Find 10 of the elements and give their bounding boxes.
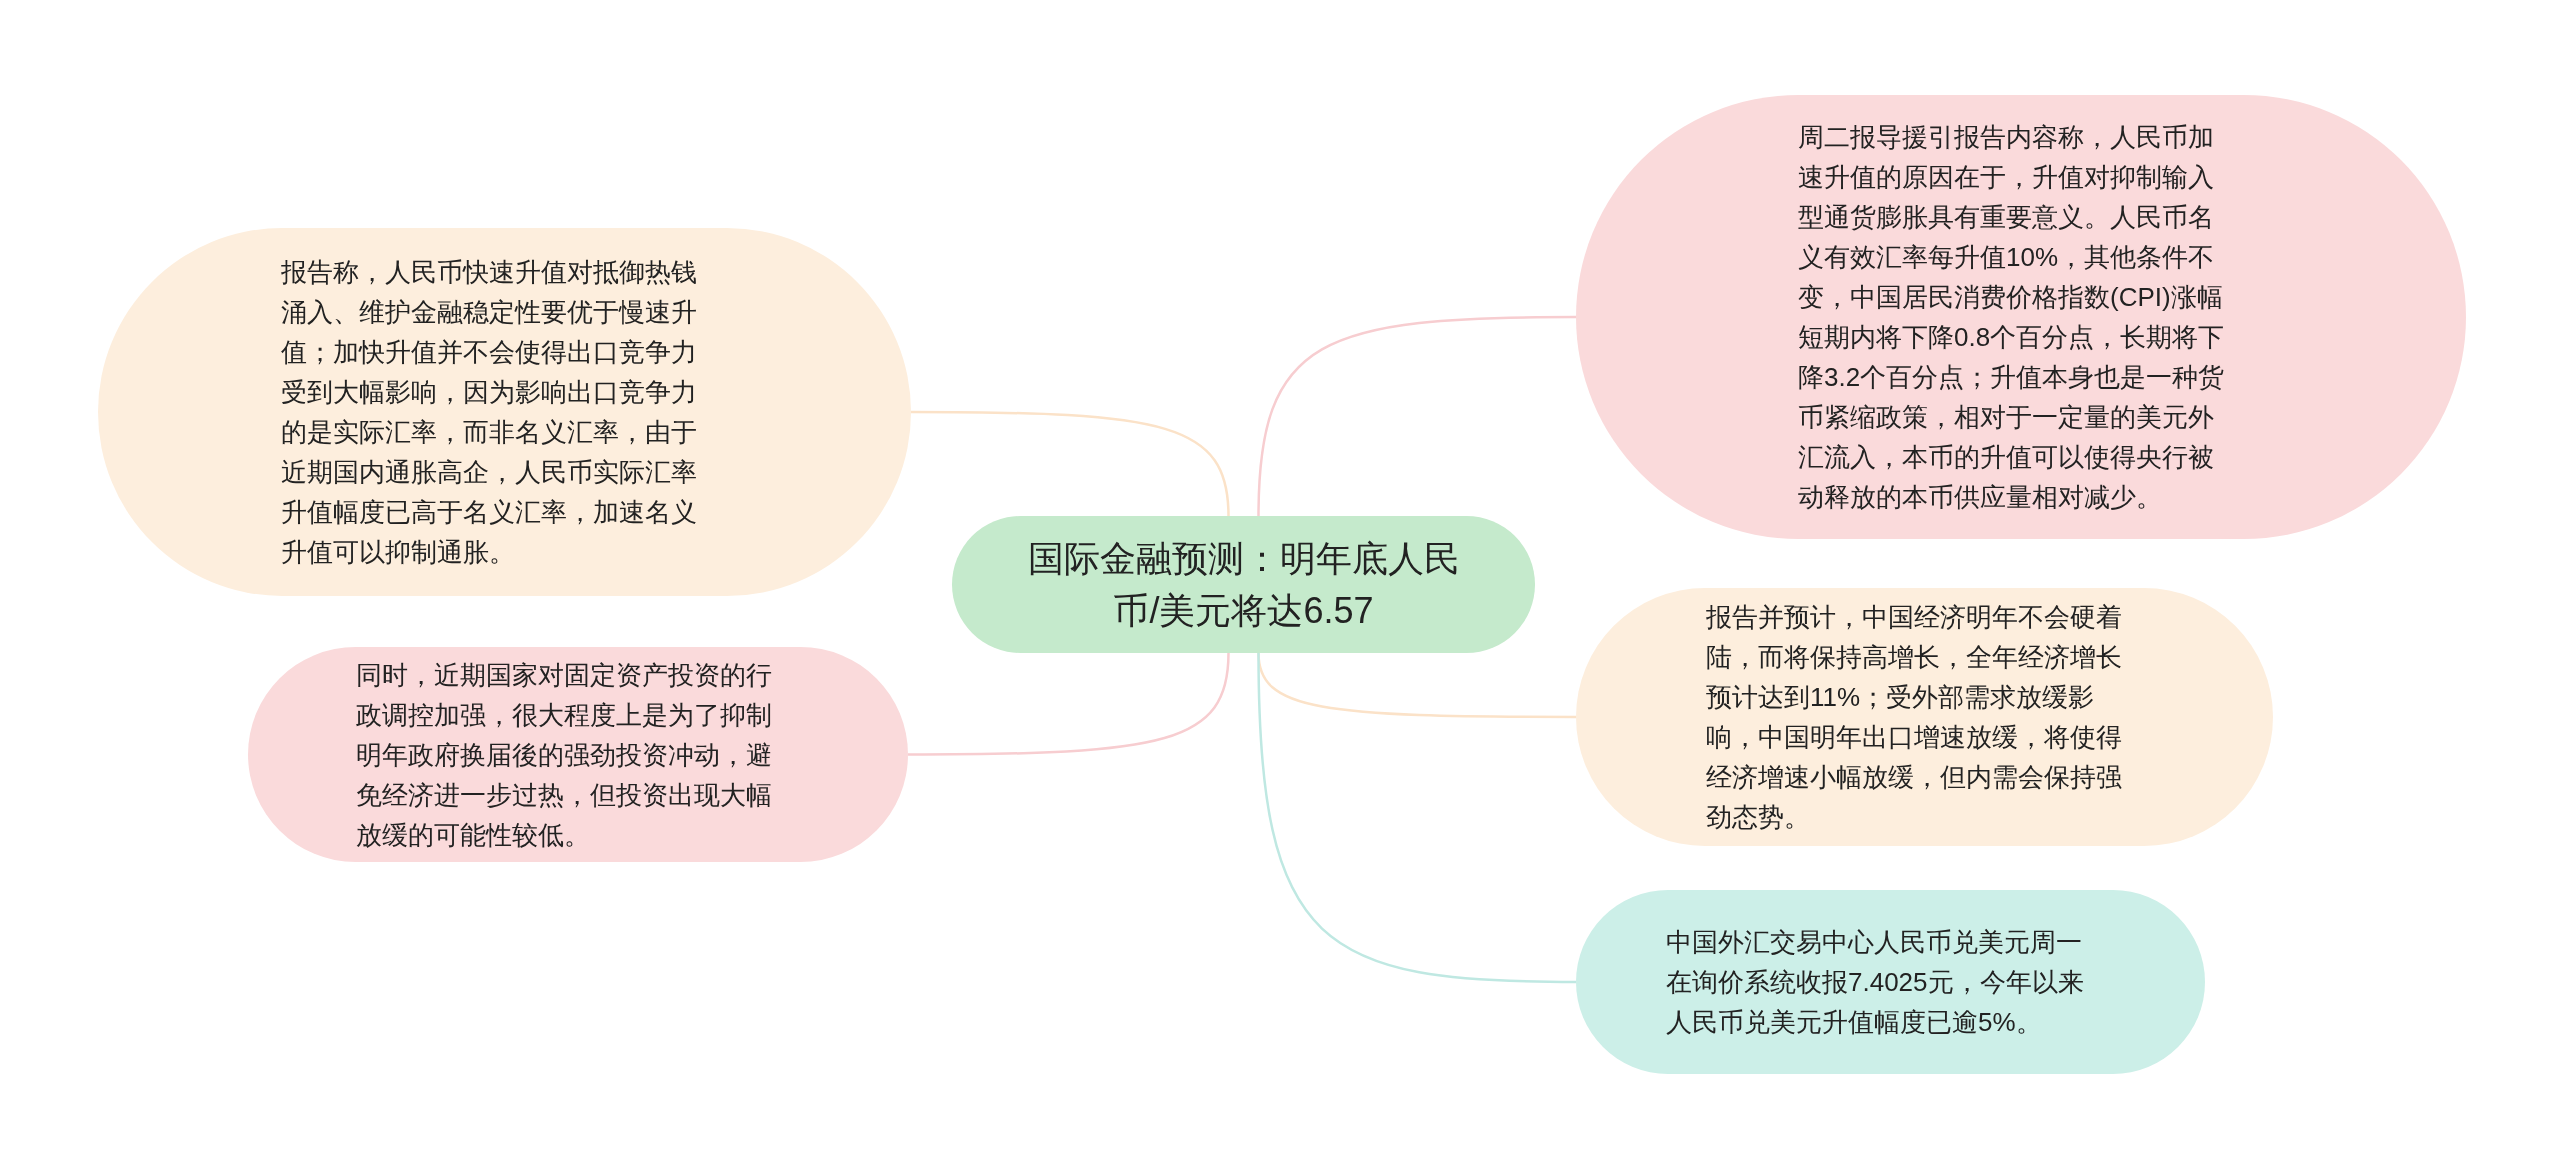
topic-title: 国际金融预测：明年底人民币/美元将达6.57 <box>1026 536 1461 633</box>
note-text: 报告并预计，中国经济明年不会硬着陆，而将保持高增长，全年经济增长预计达到11%；受外部需求放缓影响，中国明年出口增速放缓，将使得经济增速小幅放缓，但内需会保持强劲态势。 <box>1706 601 2123 834</box>
note-text: 中国外汇交易中心人民币兑美元周一在询价系统收报7.4025元，今年以来人民币兑美元升值幅度已逾5%。 <box>1666 926 2085 1039</box>
connector-line <box>911 410 1230 517</box>
connector-line <box>1257 652 1576 984</box>
note-text: 同时，近期国家对固定资产投资的行政调控加强，很大程度上是为了抑制明年政府换届後的强劲投资冲动，避免经济进一步过热，但投资出现大幅放缓的可能性较低。 <box>356 658 773 852</box>
connector-line <box>1257 315 1576 517</box>
connector-line <box>908 652 1230 756</box>
note-text: 报告称，人民币快速升值对抵御热钱涌入、维护金融稳定性要优于慢速升值；加快升值并不会使得出口竞争力受到大幅影响，因为影响出口竞争力的是实际汇率，而非名义汇率，由于近期国内通胀高企，人民币实际汇率升值幅度已高于名义汇率，加速名义升值可以抑制通胀。 <box>281 256 698 569</box>
note-text: 周二报导援引报告内容称，人民币加速升值的原因在于，升值对抑制输入型通货膨胀具有重要意义。人民币名义有效汇率每升值10%，其他条件不变，中国居民消费价格指数(CPI)涨幅短期内将下降0.8个百分点，长期将下降3.2个百分点；升值本身也是一种货币紧缩政策，相对于一定量的美元外汇流入，本币的升值可以使得央行被动释放的本币供应量相对减少。 <box>1798 121 2226 514</box>
